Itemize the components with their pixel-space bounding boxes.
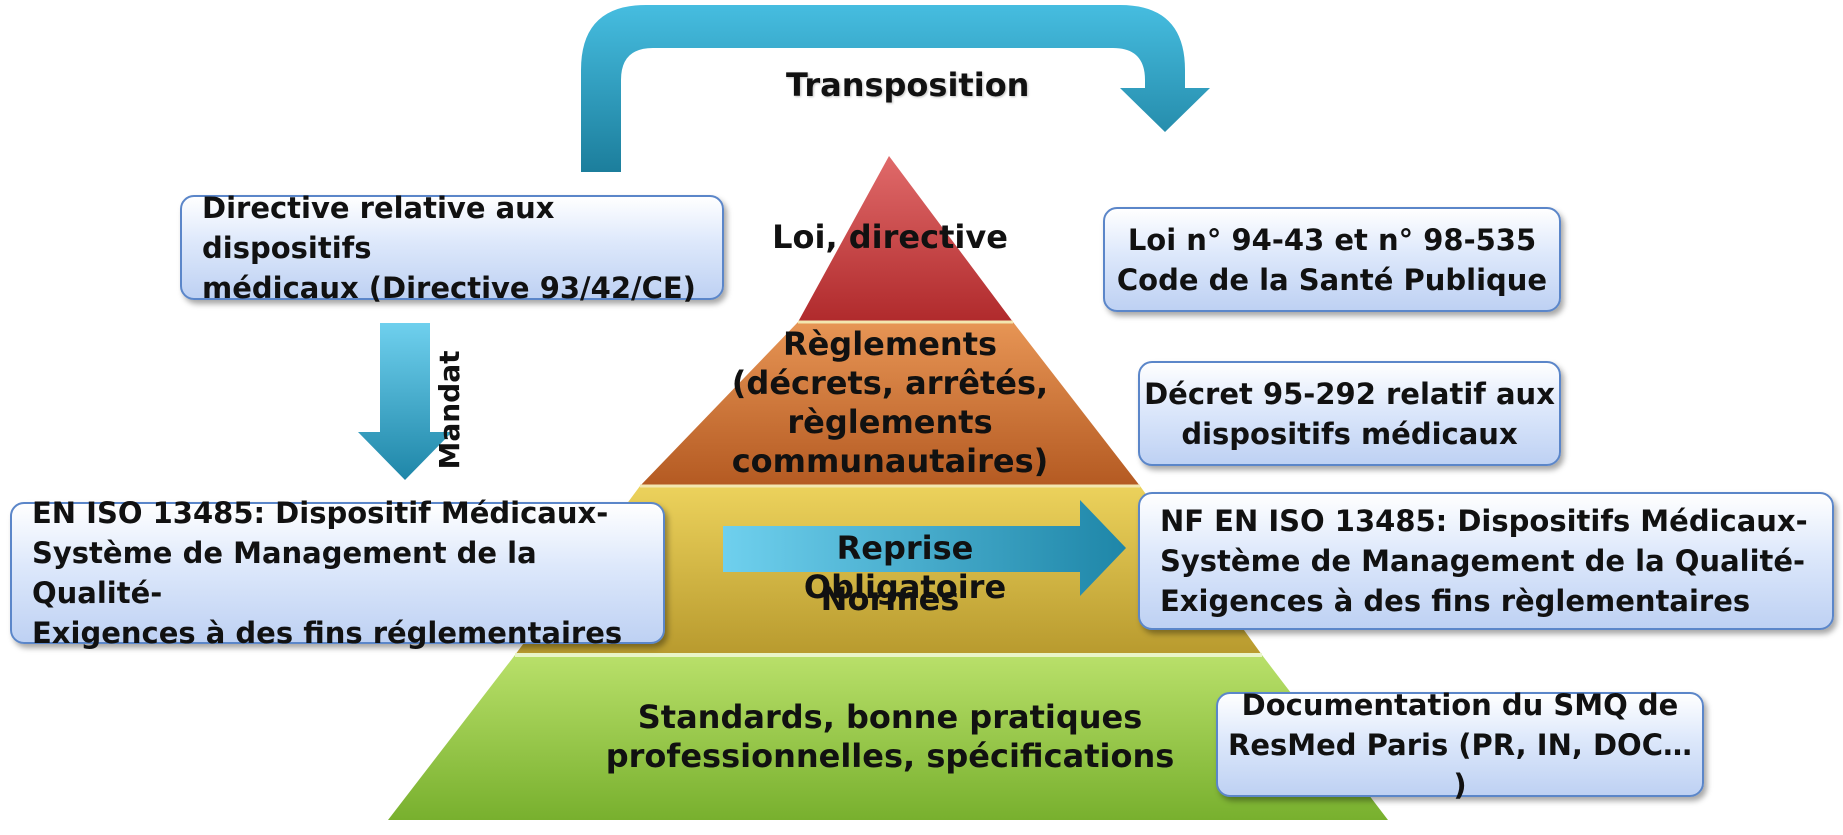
pyramid-level-2 bbox=[640, 322, 1140, 486]
directive-text: Directive relative aux dispositifs médic… bbox=[202, 190, 696, 305]
loi-box: Loi n° 94-43 et n° 98-535 Code de la San… bbox=[1103, 207, 1561, 312]
nf-en-iso-text: NF EN ISO 13485: Dispositifs Médicaux- S… bbox=[1160, 504, 1808, 618]
pyramid-level-1-label: Loi, directive bbox=[772, 218, 1008, 256]
loi-text: Loi n° 94-43 et n° 98-535 Code de la San… bbox=[1116, 222, 1548, 297]
pyramid-level-1 bbox=[798, 156, 1013, 322]
en-iso-text: EN ISO 13485: Dispositif Médicaux- Systè… bbox=[32, 496, 623, 650]
mandat-label: Mandat bbox=[433, 350, 466, 470]
directive-box: Directive relative aux dispositifs médic… bbox=[180, 191, 724, 305]
pyramid-level-3-label: Normes bbox=[820, 580, 960, 618]
decret-box: Décret 95-292 relatif aux dispositifs mé… bbox=[1138, 361, 1561, 466]
transposition-arrow bbox=[581, 5, 1210, 172]
documentation-text: Documentation du SMQ de ResMed Paris (PR… bbox=[1228, 687, 1692, 802]
nf-en-iso-box: NF EN ISO 13485: Dispositifs Médicaux- S… bbox=[1138, 492, 1834, 630]
decret-text: Décret 95-292 relatif aux dispositifs mé… bbox=[1144, 376, 1555, 451]
reprise-arrow bbox=[723, 500, 1126, 596]
mandat-arrow bbox=[358, 323, 452, 480]
pyramid-level-2-label: Règlements (décrets, arrêtés, règlements… bbox=[731, 325, 1049, 480]
pyramid-level-4 bbox=[388, 655, 1388, 820]
transposition-label: Transposition bbox=[786, 66, 1030, 104]
documentation-box: Documentation du SMQ de ResMed Paris (PR… bbox=[1216, 688, 1704, 802]
en-iso-box: EN ISO 13485: Dispositif Médicaux- Systè… bbox=[10, 496, 665, 650]
reprise-label: Reprise Obligatoire bbox=[803, 529, 1007, 606]
pyramid-level-4-label: Standards, bonne pratiques professionnel… bbox=[605, 698, 1175, 775]
